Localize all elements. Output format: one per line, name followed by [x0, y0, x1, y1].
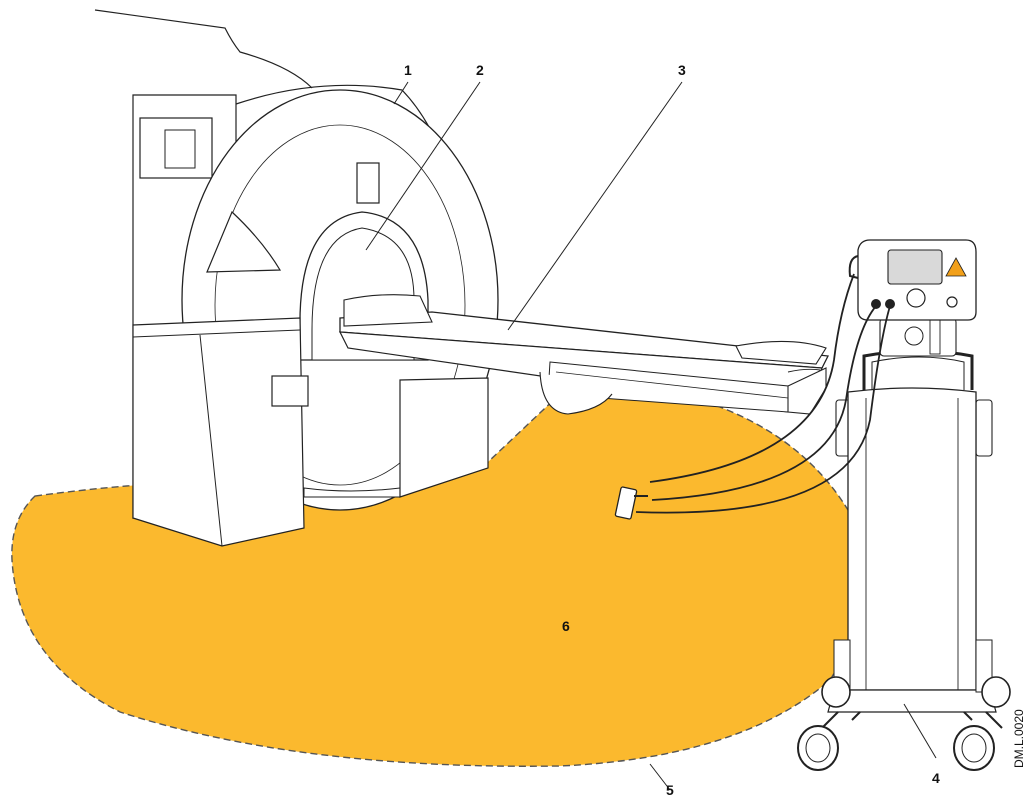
port-icon-1 — [871, 299, 881, 309]
scanner-notch — [356, 162, 380, 204]
trolley-wheel-rear-right — [981, 676, 1011, 708]
cable-3 — [635, 305, 891, 514]
trolley-side-right — [975, 399, 993, 457]
trolley-wheel-front-right-hub — [961, 733, 987, 763]
sensor-probe-icon — [614, 486, 638, 520]
head-cushion — [343, 294, 433, 327]
callout-4: 4 — [932, 770, 940, 786]
anaesthesia-trolley — [797, 239, 1011, 771]
console-edge — [132, 329, 301, 338]
reference-code: DM.L.0020 — [1012, 709, 1026, 768]
monitor-hook — [848, 255, 859, 279]
dial-icon — [904, 326, 924, 346]
trolley-wheel-front-left-hub — [805, 733, 831, 763]
trolley-base — [827, 689, 997, 713]
callout-5: 5 — [666, 782, 674, 798]
wall-window-inner — [164, 129, 196, 169]
trolley-leg-2 — [985, 711, 1003, 729]
table-leg — [539, 371, 613, 415]
callout-2: 2 — [476, 62, 484, 78]
leader-3 — [507, 81, 683, 331]
foot-cushion — [735, 340, 827, 365]
knob-icon — [906, 288, 926, 308]
cable-2 — [651, 305, 877, 501]
leader-5 — [649, 763, 671, 791]
console-corner — [199, 334, 223, 547]
trolley-leg-1 — [821, 711, 839, 729]
warning-icon — [945, 257, 967, 277]
trolley-cabinet — [847, 387, 977, 691]
cable-1 — [649, 273, 855, 483]
trolley-leg-3 — [851, 711, 861, 721]
callout-6: 6 — [562, 618, 570, 634]
console-box — [271, 375, 309, 407]
trolley-handle-inner — [871, 356, 965, 390]
callout-3: 3 — [678, 62, 686, 78]
table-end — [787, 367, 827, 415]
callout-1: 1 — [404, 62, 412, 78]
table-rail-line — [555, 371, 789, 399]
leader-4 — [903, 703, 937, 759]
flow-meter — [929, 319, 941, 355]
trolley-leg-4 — [963, 711, 973, 721]
scanner-front-face — [214, 124, 466, 486]
leader-2 — [365, 81, 481, 251]
leader-1 — [393, 81, 409, 105]
ceiling-outline — [94, 9, 313, 89]
table-support — [399, 377, 489, 498]
foot-cushion-fold — [787, 368, 821, 373]
trolley-wheel-front-right — [953, 725, 995, 771]
scanner-side-panel — [206, 210, 282, 273]
monitor-screen — [887, 249, 943, 285]
trolley-wheel-front-left — [797, 725, 839, 771]
side-console — [132, 317, 305, 547]
trolley-wheel-rear-left — [821, 676, 851, 708]
port-icon-2 — [885, 299, 895, 309]
port-icon-3 — [946, 296, 958, 308]
